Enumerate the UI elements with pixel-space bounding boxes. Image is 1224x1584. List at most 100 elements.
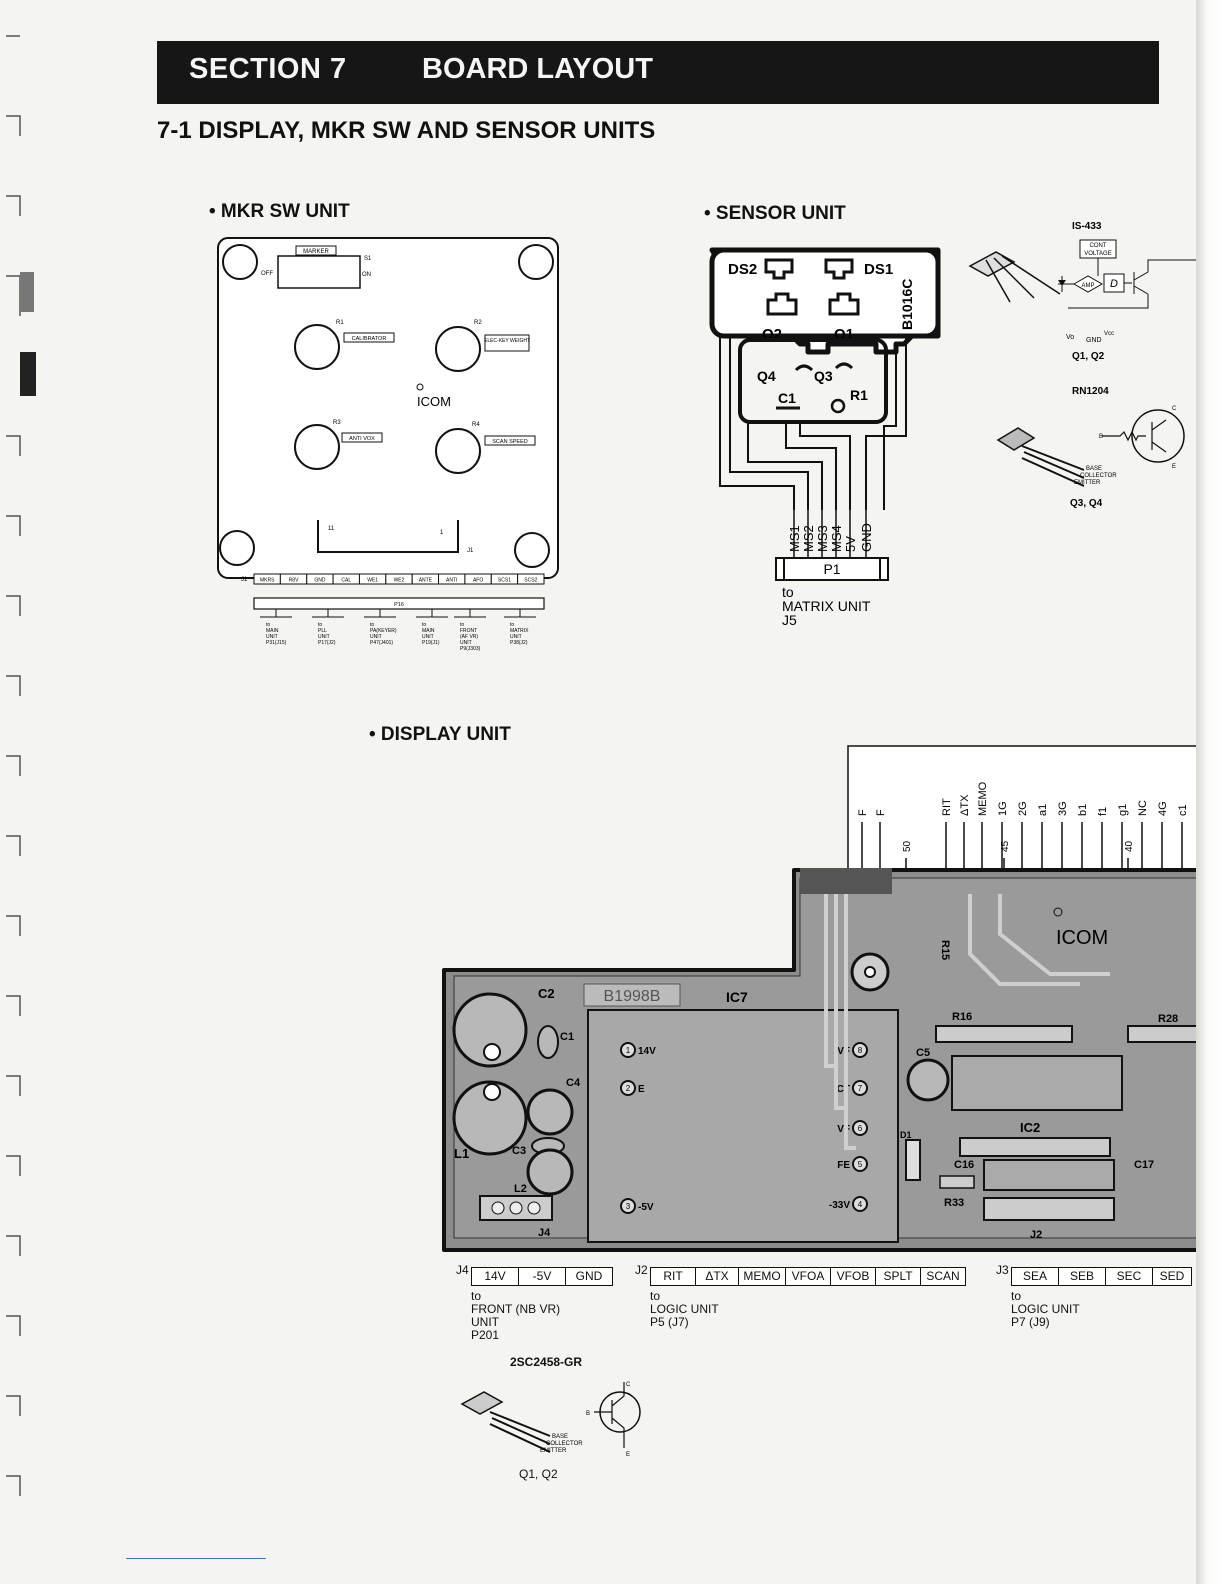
mkr-dest-line: UNIT (422, 634, 434, 640)
j1-strip-label: J1 (241, 577, 248, 583)
transistor-part-number: 2SC2458-GR (510, 1355, 583, 1369)
l1-label: L1 (454, 1146, 469, 1161)
p16-leg (416, 609, 448, 618)
tr-c: C (626, 1382, 631, 1388)
j1-pin-label: ANTI (446, 578, 457, 584)
ic7-right-pin (852, 1120, 868, 1136)
2sc2458-diagram: BASE COLLECTOR EMITTER C B E (460, 1382, 641, 1458)
ic7-right-pin (852, 1156, 868, 1172)
icom-logo: ICOM (417, 394, 451, 409)
sensor-pin-label: MS1 (787, 525, 802, 552)
ic7-pin (620, 1042, 636, 1058)
ic7-pin (620, 1198, 636, 1214)
connector-pin: SEC (1106, 1268, 1153, 1285)
voltage-label: VOLTAGE (1084, 251, 1111, 257)
ic7-right-pin-num: 4 (858, 1200, 863, 1209)
p1-plug (775, 557, 889, 581)
d1-label: D1 (900, 1130, 912, 1140)
top-pin-label: 2G (1017, 801, 1029, 816)
display-icom-logo: ICOM (1056, 927, 1108, 949)
ic7-label: IC7 (726, 989, 748, 1005)
mkr-dest-line: PA(KEYER) (370, 628, 397, 634)
rn1204-symbol (1131, 409, 1185, 463)
sensor-lower-board (738, 338, 888, 424)
ic7-right-pin (852, 1080, 868, 1096)
cont-label: CONT (1090, 243, 1107, 249)
rn-b: B (1099, 434, 1103, 440)
ic7-right-pin (852, 1196, 868, 1212)
p16-label: P16 (394, 602, 404, 608)
pin-number: 40 (1124, 840, 1135, 852)
capacitor-c2 (452, 992, 528, 1068)
p16-wiring (260, 609, 536, 618)
r15-label: R15 (939, 940, 951, 960)
mkr-dest-line: P19(J1) (422, 640, 440, 646)
marker-label: MARKER (303, 249, 329, 255)
pot-r4 (435, 428, 481, 474)
top-pin-label: MEMO (977, 781, 989, 816)
is433-sensor-icon (968, 251, 1016, 277)
ic7-right-pin-num: 7 (858, 1084, 863, 1093)
j1-pin-label: ANTE (419, 578, 433, 584)
j2-board-connector (983, 1159, 1115, 1191)
rn-q3q4: Q3, Q4 (1070, 498, 1103, 509)
j1-pin-label: AFO (473, 578, 483, 584)
ic7-pin-num: 1 (626, 1046, 631, 1055)
r4-ref: R4 (472, 422, 480, 428)
c5-label: C5 (916, 1047, 930, 1059)
top-pin-label: NC (1137, 800, 1149, 816)
ic7-pin (620, 1080, 636, 1096)
connector-pin: SEB (1059, 1268, 1106, 1285)
j1-pin-label: WE1 (367, 578, 378, 584)
mkr-dest-line: to (422, 622, 426, 628)
mkr-dest-line: (AF VR) (460, 634, 478, 640)
vcc-label: Vcc (1104, 331, 1114, 337)
on-label: ON (362, 272, 371, 278)
resistor-array-r16 (935, 1025, 1073, 1043)
amp-label: AMP (1081, 283, 1094, 289)
capacitor-c5 (906, 1058, 950, 1102)
rn-emitter-label: EMITTER (1074, 480, 1101, 486)
section-number: SECTION 7 (189, 53, 347, 85)
off-label: OFF (261, 271, 273, 277)
top-pin-label: f1 (1097, 807, 1109, 816)
binder-margin (6, 35, 36, 1496)
q4-label: Q4 (757, 368, 776, 384)
mkr-dest-line: P9(J303) (460, 646, 481, 652)
mkr-dest-line: MATRIX (510, 628, 529, 634)
mkr-dest-line: MAIN (422, 628, 435, 634)
pot-r2 (435, 326, 481, 372)
mkr-dest-line: UNIT (510, 634, 522, 640)
c1-label: C1 (778, 390, 796, 406)
tr-e: E (626, 1452, 630, 1458)
j1-pin-label: GND (314, 578, 326, 584)
pot-r1 (294, 324, 340, 370)
mkr-sw-heading: • MKR SW UNIT (209, 201, 350, 222)
sensor-pin-label: 5V (843, 536, 858, 552)
pin-1: 1 (440, 530, 444, 536)
pin-number: 45 (1000, 840, 1011, 852)
p16-leg (454, 609, 486, 618)
connector-pin: RIT (651, 1268, 696, 1285)
connector-pin: SEA (1012, 1268, 1059, 1285)
mkr-dest-line: P17(J2) (318, 640, 336, 646)
capacitor-c1 (537, 1025, 559, 1059)
mkr-dest-line: UNIT (370, 634, 382, 640)
mkr-destinations: toMAINUNITP31(J15)toPLLUNITP17(J2)toPA(K… (266, 622, 529, 652)
j2-board-label: J2 (1030, 1229, 1042, 1241)
ic7-pin-label: 14V (638, 1046, 656, 1057)
pot-r3 (294, 424, 340, 470)
display-traces (824, 894, 1110, 1150)
j1-pin-label: CAL (341, 578, 351, 584)
sensor-pin-label: MS3 (815, 525, 830, 552)
ic7-right-pin-num: 8 (858, 1046, 863, 1055)
top-pin-label: 4G (1157, 801, 1169, 816)
calibrator-label: CALIBRATOR (352, 336, 387, 342)
diode-d1 (905, 1139, 921, 1181)
mkr-dest-line: UNIT (460, 640, 472, 646)
r3-ref: R3 (333, 420, 341, 426)
rn1204-transistor-icon (996, 427, 1036, 451)
